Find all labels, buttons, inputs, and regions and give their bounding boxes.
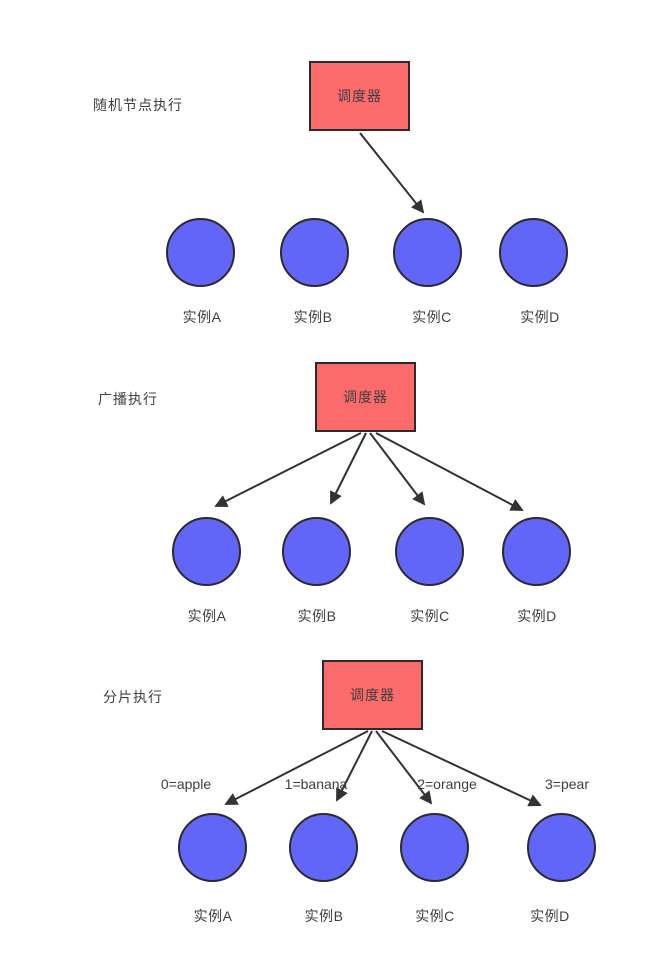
shard-label-3: 3=pear xyxy=(545,776,589,792)
instance-label-b-random: 实例B xyxy=(293,309,333,325)
arrow-broadcast-to-instance-c xyxy=(369,432,426,506)
instance-circle-a-broadcast xyxy=(172,517,241,586)
scheduler-box-random: 调度器 xyxy=(309,61,410,131)
instance-label-d-sharding: 实例D xyxy=(530,908,570,924)
scheduler-box-broadcast: 调度器 xyxy=(315,362,416,432)
section-title-random: 随机节点执行 xyxy=(93,97,183,113)
instance-circle-b-sharding xyxy=(289,813,358,882)
instance-circle-b-random xyxy=(280,218,349,287)
instance-circle-a-sharding xyxy=(178,813,247,882)
section-title-sharding: 分片执行 xyxy=(103,689,163,705)
instance-label-b-broadcast: 实例B xyxy=(297,608,337,624)
scheduler-box-sharding: 调度器 xyxy=(322,660,423,730)
arrow-shard-to-instance-a xyxy=(224,730,369,805)
instance-label-a-random: 实例A xyxy=(182,309,222,325)
instance-circle-a-random xyxy=(166,218,235,287)
instance-circle-d-sharding xyxy=(527,813,596,882)
arrow-shard-to-instance-c xyxy=(375,730,433,805)
arrow-shard-to-instance-d xyxy=(381,730,542,807)
scheduler-label: 调度器 xyxy=(343,389,388,405)
instance-circle-c-broadcast xyxy=(395,517,464,586)
scheduler-label: 调度器 xyxy=(337,88,382,104)
instance-label-a-sharding: 实例A xyxy=(193,908,233,924)
shard-label-1: 1=banana xyxy=(284,776,348,792)
instance-label-c-sharding: 实例C xyxy=(415,908,455,924)
section-title-broadcast: 广播执行 xyxy=(98,391,158,407)
arrow-broadcast-to-instance-d xyxy=(375,432,524,511)
shard-label-0: 0=apple xyxy=(160,776,212,792)
shard-label-2: 2=orange xyxy=(417,776,477,792)
arrow-broadcast-to-instance-b xyxy=(330,432,367,505)
instance-label-c-broadcast: 实例C xyxy=(410,608,450,624)
instance-label-b-sharding: 实例B xyxy=(304,908,344,924)
arrow-random-to-instance-c xyxy=(359,132,425,214)
arrow-broadcast-to-instance-a xyxy=(214,432,362,507)
instance-label-c-random: 实例C xyxy=(412,309,452,325)
instance-label-d-random: 实例D xyxy=(520,309,560,325)
instance-circle-b-broadcast xyxy=(282,517,351,586)
instance-circle-d-random xyxy=(499,218,568,287)
instance-circle-c-sharding xyxy=(400,813,469,882)
instance-circle-d-broadcast xyxy=(502,517,571,586)
instance-label-a-broadcast: 实例A xyxy=(187,608,227,624)
instance-label-d-broadcast: 实例D xyxy=(517,608,557,624)
scheduler-label: 调度器 xyxy=(350,687,395,703)
instance-circle-c-random xyxy=(393,218,462,287)
